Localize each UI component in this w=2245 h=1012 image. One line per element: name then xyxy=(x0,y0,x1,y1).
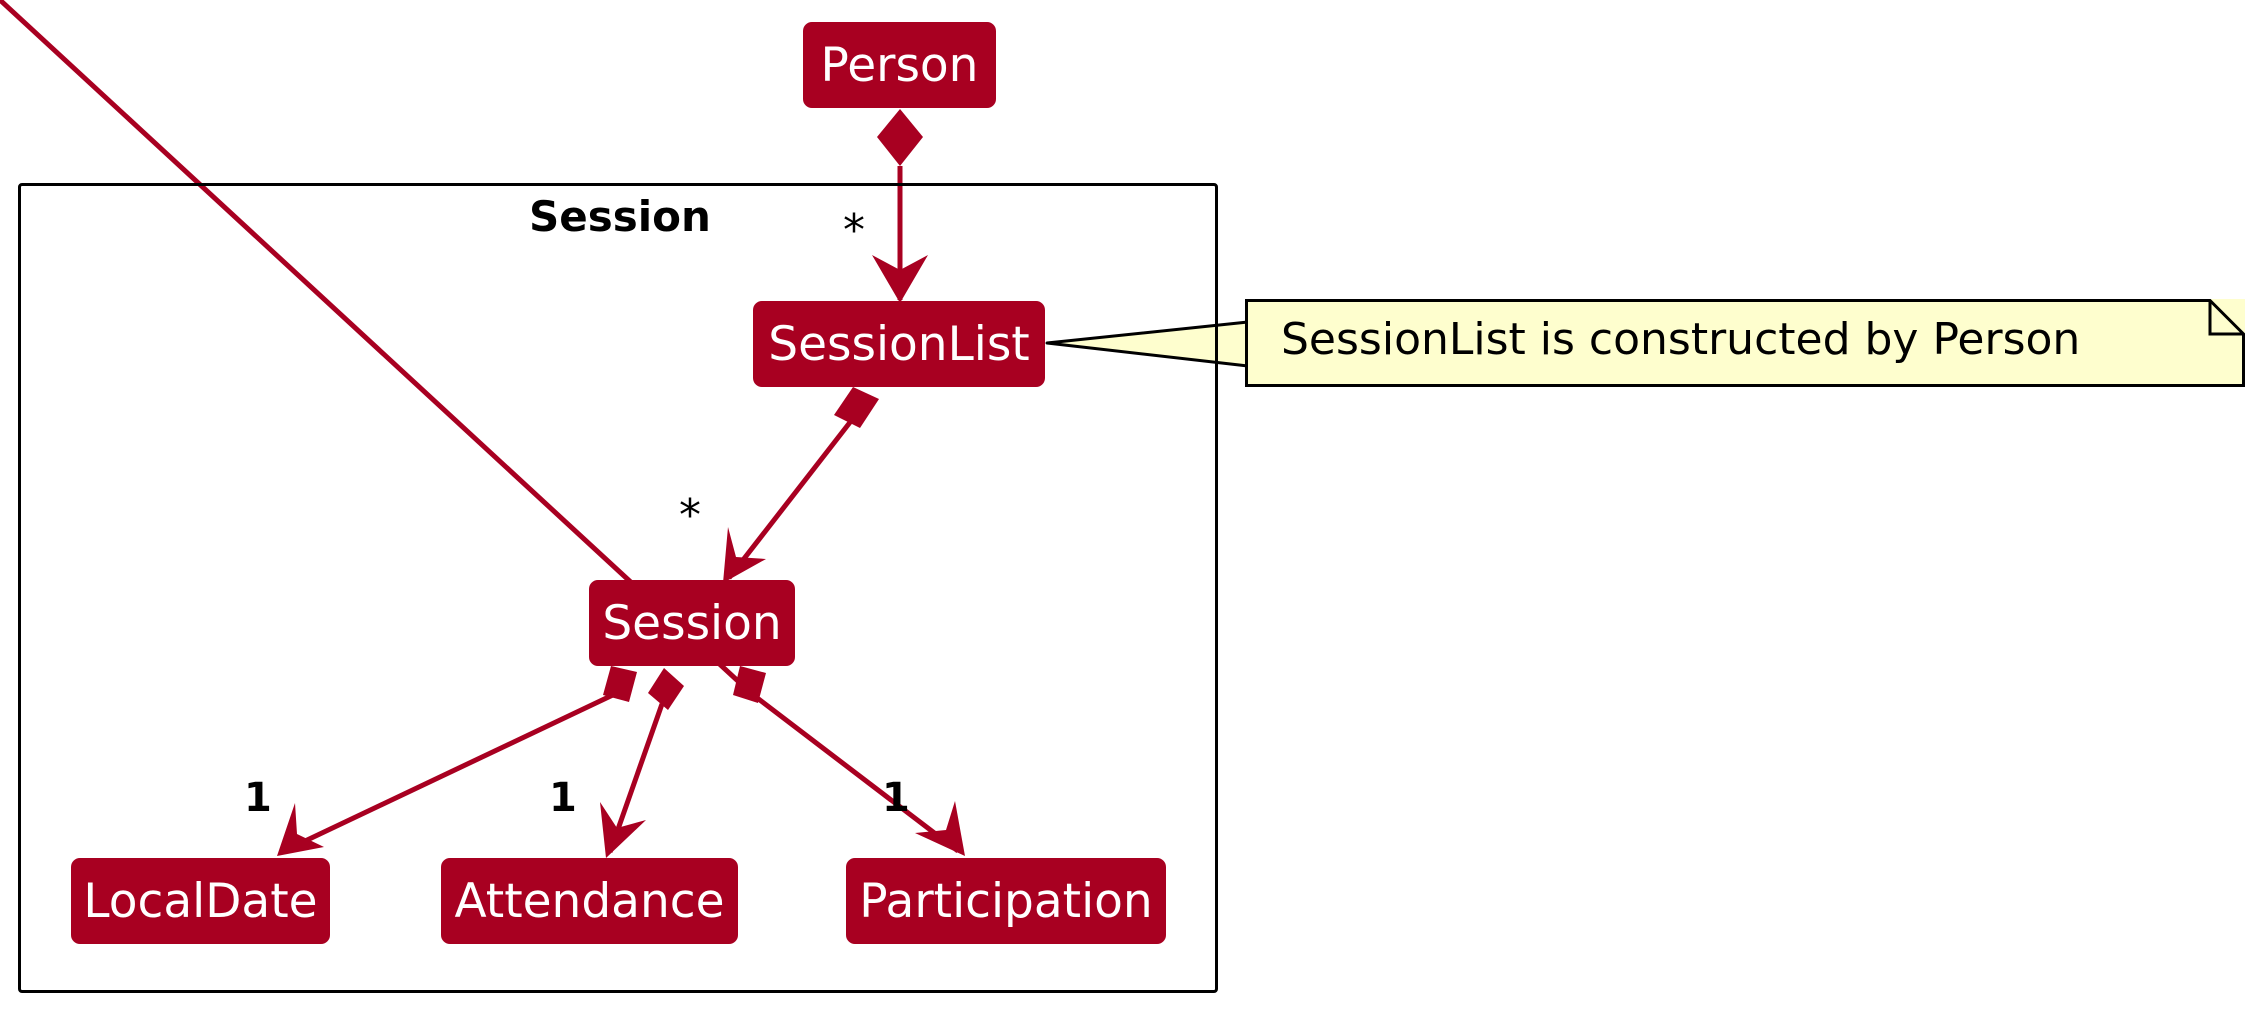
multiplicity-sessionlist-session: * xyxy=(679,490,701,541)
note-text: SessionList is constructed by Person xyxy=(1281,314,2081,365)
class-box-person[interactable]: Person xyxy=(803,22,996,108)
class-box-localdate[interactable]: LocalDate xyxy=(71,858,330,944)
class-box-sessionlist[interactable]: SessionList xyxy=(753,301,1045,387)
multiplicity-session-participation: 1 xyxy=(882,775,910,821)
note-sessionlist[interactable] xyxy=(1245,299,2245,387)
multiplicity-session-localdate: 1 xyxy=(244,775,272,821)
class-label-localdate: LocalDate xyxy=(83,873,318,929)
note-fold-icon xyxy=(2208,300,2244,336)
class-label-session: Session xyxy=(602,595,782,651)
note-shape xyxy=(1245,299,2245,387)
note-body xyxy=(1245,299,2245,387)
multiplicity-session-attendance: 1 xyxy=(549,775,577,821)
class-box-session[interactable]: Session xyxy=(589,580,795,666)
class-label-sessionlist: SessionList xyxy=(768,316,1030,372)
class-box-participation[interactable]: Participation xyxy=(846,858,1166,944)
multiplicity-person-sessionlist: * xyxy=(843,205,865,256)
package-title: Session xyxy=(529,192,711,241)
composition-diamond-person xyxy=(877,109,923,166)
class-label-person: Person xyxy=(820,37,979,93)
class-label-attendance: Attendance xyxy=(454,873,725,929)
class-box-attendance[interactable]: Attendance xyxy=(441,858,738,944)
class-label-participation: Participation xyxy=(859,873,1153,929)
package-frame-session xyxy=(18,183,1218,993)
